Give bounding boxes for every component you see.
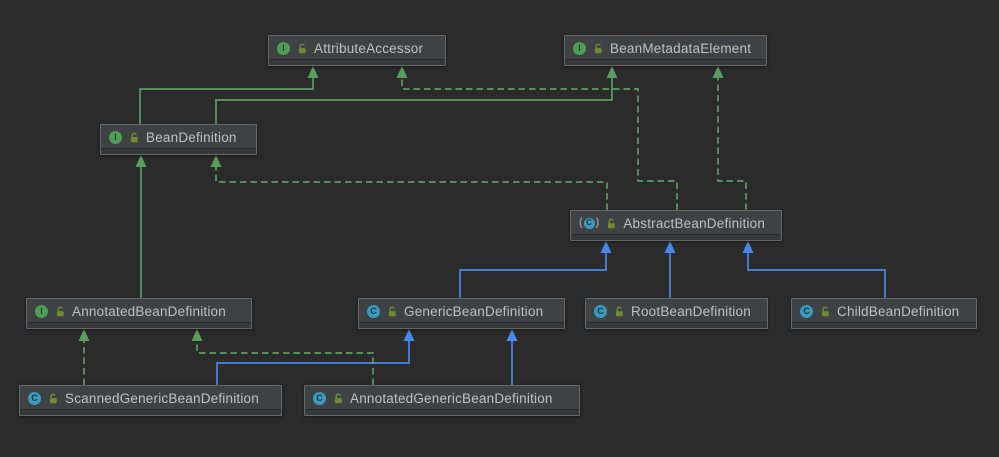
edge-abstract-bean-definition-implements-bean-definition[interactable] [215,166,608,210]
class-node-bean-definition[interactable]: I BeanDefinition [100,124,257,155]
public-visibility-lock-icon [819,306,831,318]
class-node-abstract-bean-definition[interactable]: (C) AbstractBeanDefinition [570,210,782,241]
edge-bean-definition-extends-attribute-accessor[interactable] [139,77,314,124]
class-icon: C [367,304,380,318]
class-name-label: AbstractBeanDefinition [623,215,766,231]
class-name-label: ScannedGenericBeanDefinition [65,390,259,406]
class-icon: C [313,391,326,405]
interface-icon: I [573,41,586,55]
class-node-root-bean-definition[interactable]: C RootBeanDefinition [585,298,768,329]
class-icon: C [28,391,41,405]
edge-bean-definition-extends-bean-metadata-element[interactable] [215,77,613,124]
implements-arrowhead-icon [396,66,408,78]
extends-arrowhead-icon [506,329,518,341]
implements-arrowhead-icon [210,155,222,167]
public-visibility-lock-icon [386,306,398,318]
extends-arrowhead-icon [742,241,754,253]
class-name-label: AttributeAccessor [314,40,424,56]
edge-annotated-generic-bean-definition-implements-annotated-bean-definition[interactable] [196,340,374,385]
edge-abstract-bean-definition-implements-bean-metadata-element[interactable] [717,77,747,210]
implements-arrowhead-icon [78,329,90,341]
class-node-annotated-generic-bean-definition[interactable]: C AnnotatedGenericBeanDefinition [304,385,580,416]
public-visibility-lock-icon [54,306,66,318]
edge-abstract-bean-definition-implements-attribute-accessor[interactable] [401,77,678,210]
interface-icon: I [35,304,48,318]
class-node-attribute-accessor[interactable]: I AttributeAccessor [268,35,446,66]
implements-arrowhead-icon [191,329,203,341]
implements-arrowhead-icon [712,66,724,78]
class-node-child-bean-definition[interactable]: C ChildBeanDefinition [791,298,977,329]
extends-arrowhead-icon [307,66,319,78]
public-visibility-lock-icon [613,306,625,318]
class-name-label: BeanMetadataElement [610,40,752,56]
extends-arrowhead-icon [135,155,147,167]
class-name-label: RootBeanDefinition [631,303,751,319]
public-visibility-lock-icon [47,393,59,405]
edge-scanned-generic-bean-definition-extends-generic-bean-definition[interactable] [216,340,410,385]
class-name-label: GenericBeanDefinition [404,303,544,319]
public-visibility-lock-icon [592,43,604,55]
extends-arrowhead-icon [600,241,612,253]
public-visibility-lock-icon [128,132,140,144]
class-icon: C [594,304,607,318]
public-visibility-lock-icon [605,218,617,230]
edge-generic-bean-definition-extends-abstract-bean-definition[interactable] [459,252,607,298]
interface-icon: I [109,130,122,144]
class-node-bean-metadata-element[interactable]: I BeanMetadataElement [564,35,767,66]
extends-arrowhead-icon [403,329,415,341]
public-visibility-lock-icon [332,393,344,405]
class-name-label: AnnotatedGenericBeanDefinition [350,390,553,406]
public-visibility-lock-icon [296,43,308,55]
extends-arrowhead-icon [606,66,618,78]
class-node-scanned-generic-bean-definition[interactable]: C ScannedGenericBeanDefinition [19,385,282,416]
interface-icon: I [277,41,290,55]
extends-arrowhead-icon [664,241,676,253]
class-name-label: ChildBeanDefinition [837,303,960,319]
class-icon: C [800,304,813,318]
class-node-annotated-bean-definition[interactable]: I AnnotatedBeanDefinition [26,298,252,329]
class-name-label: AnnotatedBeanDefinition [72,303,226,319]
class-name-label: BeanDefinition [146,129,237,145]
abstract-class-icon: (C) [579,216,600,229]
class-node-generic-bean-definition[interactable]: C GenericBeanDefinition [358,298,565,329]
edge-child-bean-definition-extends-abstract-bean-definition[interactable] [747,252,886,298]
